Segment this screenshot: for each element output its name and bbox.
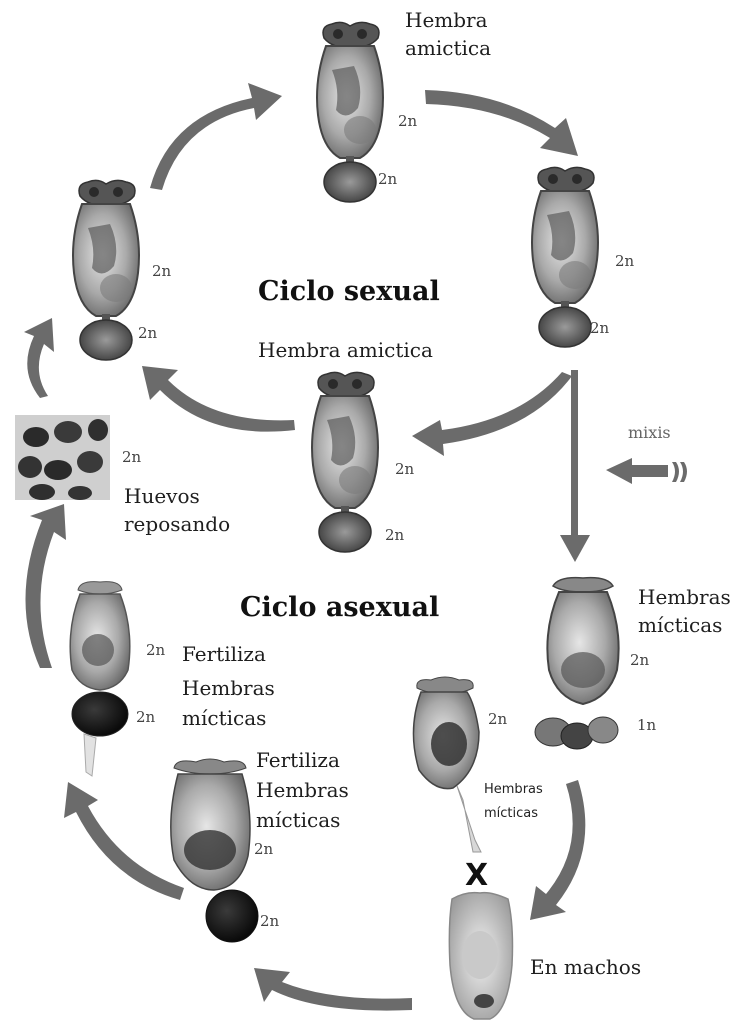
fertilize-2-label-line2: Hembras bbox=[256, 778, 349, 803]
ploidy-fert-lower-body: 2n bbox=[254, 840, 274, 858]
sexual-cycle-title: Ciclo sexual bbox=[258, 276, 440, 307]
ploidy-right-body: 2n bbox=[615, 252, 635, 270]
resting-eggs-label-line2: reposando bbox=[124, 512, 230, 537]
mictic-small-label-line1: Hembras bbox=[484, 781, 543, 798]
fertilize-2-label-line1: Fertiliza bbox=[256, 748, 340, 773]
mixis-label: mixis bbox=[628, 423, 671, 442]
ploidy-fert-left-body: 2n bbox=[146, 641, 166, 659]
ploidy-fert-lower-egg: 2n bbox=[260, 912, 280, 930]
cross-mark: X bbox=[465, 858, 488, 893]
fertilizing-female-left-icon bbox=[70, 582, 130, 776]
male-rotifer-icon bbox=[449, 893, 512, 1019]
ploidy-center-egg: 2n bbox=[385, 526, 405, 544]
fertilize-2-label-line3: mícticas bbox=[256, 808, 340, 833]
ploidy-left-egg: 2n bbox=[138, 324, 158, 342]
amictic-female-center-icon bbox=[312, 372, 378, 552]
mictic-female-right-icon bbox=[535, 578, 619, 749]
mictic-female-small-icon bbox=[413, 677, 481, 852]
ploidy-mictic-small: 2n bbox=[488, 710, 508, 728]
mictic-females-label-line1: Hembras bbox=[638, 585, 731, 610]
ploidy-center-body: 2n bbox=[395, 460, 415, 478]
amictic-female-left-icon bbox=[73, 180, 139, 360]
males-label: En machos bbox=[530, 955, 641, 980]
ploidy-eggs: 2n bbox=[122, 448, 142, 466]
ploidy-mictic-right-body: 2n bbox=[630, 651, 650, 669]
top-female-label-line2: amictica bbox=[405, 36, 491, 61]
ploidy-top-body: 2n bbox=[398, 112, 418, 130]
ploidy-left-body: 2n bbox=[152, 262, 172, 280]
resting-eggs-icon bbox=[15, 415, 110, 500]
ploidy-right-egg: 2n bbox=[590, 319, 610, 337]
fertilize-1-label-line3: mícticas bbox=[182, 706, 266, 731]
resting-eggs-label-line1: Huevos bbox=[124, 484, 200, 509]
center-female-label: Hembra amictica bbox=[258, 338, 433, 363]
ploidy-top-egg: 2n bbox=[378, 170, 398, 188]
mictic-small-label-line2: mícticas bbox=[484, 805, 538, 822]
amictic-female-top-icon bbox=[317, 22, 383, 202]
fertilizing-female-lower-icon bbox=[171, 759, 258, 942]
ploidy-mictic-right-egg: 1n bbox=[637, 716, 657, 734]
top-female-label-line1: Hembra bbox=[405, 8, 488, 33]
fertilize-1-label-line1: Fertiliza bbox=[182, 642, 266, 667]
amictic-female-right-icon bbox=[532, 167, 598, 347]
asexual-cycle-title: Ciclo asexual bbox=[240, 592, 439, 623]
mictic-females-label-line2: mícticas bbox=[638, 613, 722, 638]
fertilize-1-label-line2: Hembras bbox=[182, 676, 275, 701]
ploidy-fert-left-egg: 2n bbox=[136, 708, 156, 726]
